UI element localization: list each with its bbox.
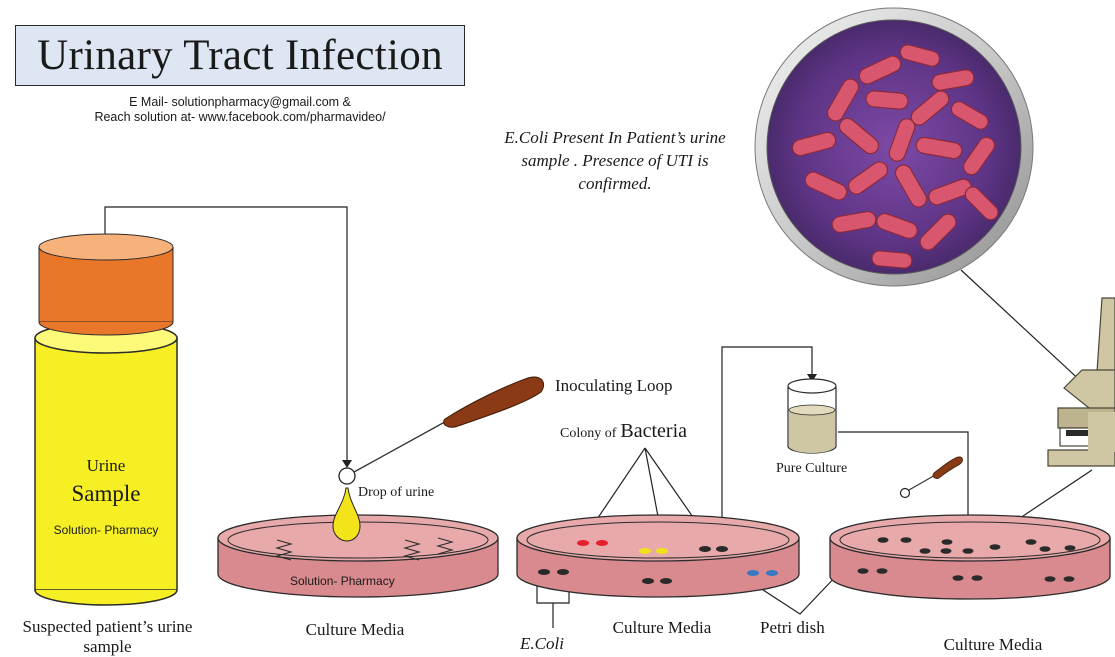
colony-black	[953, 575, 964, 581]
contact-facebook-line: Reach solution at- www.facebook.com/phar…	[30, 110, 450, 125]
bacterium	[871, 250, 912, 268]
colony-of-bacteria-label: Colony of Bacteria	[560, 420, 687, 443]
colony-black	[877, 568, 888, 574]
contact-email-line: E Mail- solutionpharmacy@gmail.com &	[30, 95, 450, 110]
page-title: Urinary Tract Infection	[15, 25, 465, 86]
tube-urine-label: Urine	[35, 456, 177, 476]
loop-ring-dish1	[339, 468, 355, 484]
colony-blue	[766, 570, 778, 576]
note-line-1: E.Coli Present In Patient’s urine	[465, 126, 765, 149]
inoculating-loop-small	[901, 457, 963, 498]
inoculating-loop-large	[354, 377, 544, 472]
petri-dish-2	[517, 515, 799, 597]
colony-black	[942, 539, 953, 545]
microscope-to-magnified-line	[961, 270, 1085, 385]
culture-media-label-2: Culture Media	[572, 618, 752, 638]
tube-bottom	[35, 590, 177, 605]
colony-bacteria-text: Bacteria	[620, 420, 687, 442]
colony-black	[901, 537, 912, 543]
cap-top	[39, 234, 173, 260]
colony-ecoli	[557, 569, 569, 575]
dish1-brand-label: Solution- Pharmacy	[290, 574, 395, 588]
culture-media-label-3: Culture Media	[903, 635, 1083, 655]
colony-black	[1045, 576, 1056, 582]
pure-culture-to-dish-connector	[838, 432, 968, 518]
petri-dish-3	[830, 515, 1110, 599]
colony-black	[699, 546, 711, 552]
colony-black	[1040, 546, 1051, 552]
colony-black	[878, 537, 889, 543]
arrowhead-drop	[342, 460, 352, 468]
culture-media-label-1: Culture Media	[265, 620, 445, 640]
note-line-2: sample . Presence of UTI is	[465, 149, 765, 172]
colony-blue	[747, 570, 759, 576]
tube-caption-line-1: Suspected patient’s urine	[0, 617, 215, 637]
uti-confirmation-note: E.Coli Present In Patient’s urine sample…	[465, 126, 765, 195]
colony-black	[642, 578, 654, 584]
urine-drop	[333, 468, 360, 541]
petri-dish-label: Petri dish	[760, 618, 825, 638]
colony-black	[1065, 545, 1076, 551]
urine-sample-tube	[35, 234, 177, 605]
colony-black	[1064, 576, 1075, 582]
ecoli-label: E.Coli	[520, 634, 564, 654]
tube-brand-label: Solution- Pharmacy	[35, 523, 177, 537]
colony-black	[660, 578, 672, 584]
note-line-3: confirmed.	[465, 172, 765, 195]
colony-ecoli	[538, 569, 550, 575]
colony-black	[990, 544, 1001, 550]
colony-black	[716, 546, 728, 552]
colony-red	[596, 540, 608, 546]
microscope-icon	[1048, 298, 1115, 466]
pure-culture-beaker	[788, 379, 836, 453]
pure-culture-label: Pure Culture	[776, 461, 847, 477]
magnified-ecoli-view	[755, 8, 1033, 286]
drop-shape	[333, 488, 360, 541]
colony-yellow	[656, 548, 668, 554]
colony-black	[972, 575, 983, 581]
colony-red	[577, 540, 589, 546]
colony-yellow	[639, 548, 651, 554]
colony-black	[963, 548, 974, 554]
colony-black	[858, 568, 869, 574]
colony-black	[920, 548, 931, 554]
drop-of-urine-label: Drop of urine	[358, 485, 434, 501]
contact-info: E Mail- solutionpharmacy@gmail.com & Rea…	[30, 95, 450, 125]
inoculating-loop-label: Inoculating Loop	[555, 376, 673, 396]
bacterium	[865, 90, 908, 110]
colony-prefix-text: Colony of	[560, 426, 616, 441]
colony-black	[941, 548, 952, 554]
tube-caption-line-2: sample	[0, 637, 215, 657]
tube-sample-label: Sample	[35, 481, 177, 507]
colony-black	[1026, 539, 1037, 545]
tube-caption: Suspected patient’s urine sample	[0, 617, 215, 657]
